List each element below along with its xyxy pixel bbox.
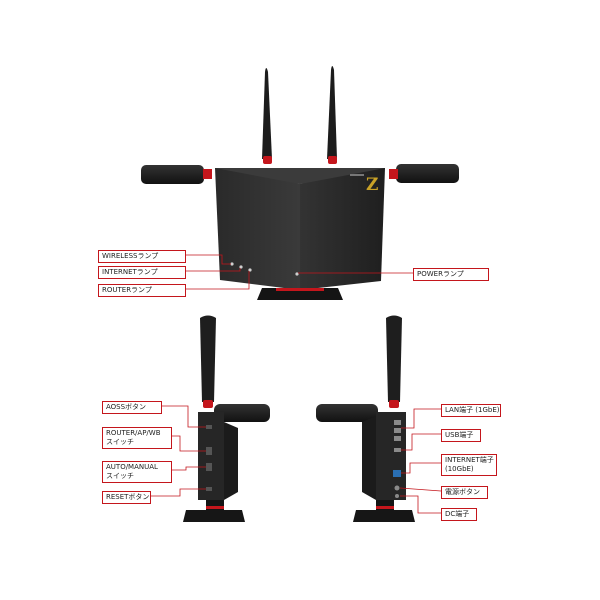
callout-lan-port: LAN端子 (1GbE)	[441, 404, 501, 417]
router-front-view: Z	[141, 66, 459, 300]
callout-text-line2: スイッチ	[106, 438, 134, 446]
antenna-joint-right	[328, 156, 337, 164]
router-left-side-view	[183, 315, 270, 522]
antenna-right	[327, 66, 337, 159]
callout-text: AOSSボタン	[106, 403, 147, 411]
handle-joint-right	[389, 169, 398, 179]
callout-text-line1: INTERNET端子	[445, 456, 494, 464]
brand-mark	[350, 174, 364, 176]
callout-text-line2: スイッチ	[106, 472, 134, 480]
left-view-stand-rim	[206, 506, 224, 509]
handle-joint-left	[203, 169, 212, 179]
callout-text: USB端子	[445, 431, 474, 439]
callout-power-lamp: POWERランプ	[413, 268, 489, 281]
callout-wireless-lamp: WIRELESSランプ	[98, 250, 186, 263]
usb-port	[394, 448, 401, 452]
callout-text: POWERランプ	[417, 270, 464, 278]
callout-text: 電源ボタン	[445, 488, 480, 496]
callout-power-button: 電源ボタン	[441, 486, 488, 499]
leader-lines	[151, 254, 442, 514]
callout-usb-port: USB端子	[441, 429, 481, 442]
callout-text: INTERNETランプ	[102, 268, 158, 276]
lan-port-3	[394, 436, 401, 441]
right-view-stand-base	[353, 510, 415, 522]
callout-text-line1: ROUTER/AP/WB	[106, 429, 161, 437]
antenna-left	[262, 68, 272, 159]
right-view-stand-neck	[376, 500, 394, 510]
leader-internet	[186, 268, 241, 272]
left-view-handle	[214, 404, 270, 422]
left-view-antenna	[200, 315, 216, 402]
right-view-stand-rim	[376, 506, 394, 509]
lamp-power	[295, 272, 299, 276]
aoss-button	[206, 425, 212, 429]
callout-router-lamp: ROUTERランプ	[98, 284, 186, 297]
side-handle-left	[141, 165, 204, 184]
callout-text: LAN端子 (1GbE)	[445, 406, 500, 414]
side-handle-right	[396, 164, 459, 183]
reset-button	[206, 487, 212, 491]
callout-aoss-button: AOSSボタン	[102, 401, 162, 414]
left-view-stand-neck	[206, 500, 224, 510]
callout-reset-button: RESETボタン	[102, 491, 151, 504]
leader-power-button	[399, 487, 442, 492]
callout-text: ROUTERランプ	[102, 286, 152, 294]
callout-dc-port: DC端子	[441, 508, 477, 521]
body-right-facet	[300, 168, 385, 290]
lamp-router	[248, 268, 252, 272]
leader-auto-manual	[172, 466, 206, 471]
leader-router-ap-wb	[172, 435, 206, 452]
front-stand-rim	[276, 288, 324, 291]
right-view-back	[362, 416, 376, 500]
leader-reset	[151, 488, 206, 497]
callout-text: WIRELESSランプ	[102, 252, 159, 260]
antenna-joint-left	[263, 156, 272, 164]
right-view-body	[376, 412, 406, 500]
mode-switch	[206, 447, 212, 455]
dc-port	[395, 494, 399, 498]
right-view-antenna-joint	[389, 400, 399, 408]
z-logo-icon: Z	[366, 175, 378, 195]
lamp-wireless	[230, 262, 234, 266]
left-view-antenna-joint	[203, 400, 213, 408]
leader-aoss	[162, 405, 206, 428]
callout-internet-port: INTERNET端子(10GbE)	[441, 454, 497, 476]
callout-text: DC端子	[445, 510, 470, 518]
callout-text-line2: (10GbE)	[445, 465, 474, 473]
leader-usb	[401, 433, 441, 451]
callout-text: RESETボタン	[106, 493, 150, 501]
leader-lan	[401, 408, 441, 429]
right-view-handle	[316, 404, 378, 422]
internet-10g-port	[393, 470, 401, 477]
callout-text-line1: AUTO/MANUAL	[106, 463, 158, 471]
left-view-stand-base	[183, 510, 245, 522]
callout-internet-lamp: INTERNETランプ	[98, 266, 186, 279]
router-right-side-view	[316, 315, 415, 522]
body-left-facet	[215, 168, 300, 290]
leader-router	[186, 271, 250, 290]
lamp-internet	[239, 265, 243, 269]
lan-port-2	[394, 428, 401, 433]
lan-port-1	[394, 420, 401, 425]
leader-dc	[400, 495, 441, 514]
leader-internet-port	[401, 462, 441, 474]
leader-wireless	[186, 254, 231, 265]
auto-manual-switch	[206, 463, 212, 471]
right-view-antenna	[386, 315, 402, 402]
left-view-back	[224, 422, 238, 500]
power-button	[394, 485, 400, 491]
